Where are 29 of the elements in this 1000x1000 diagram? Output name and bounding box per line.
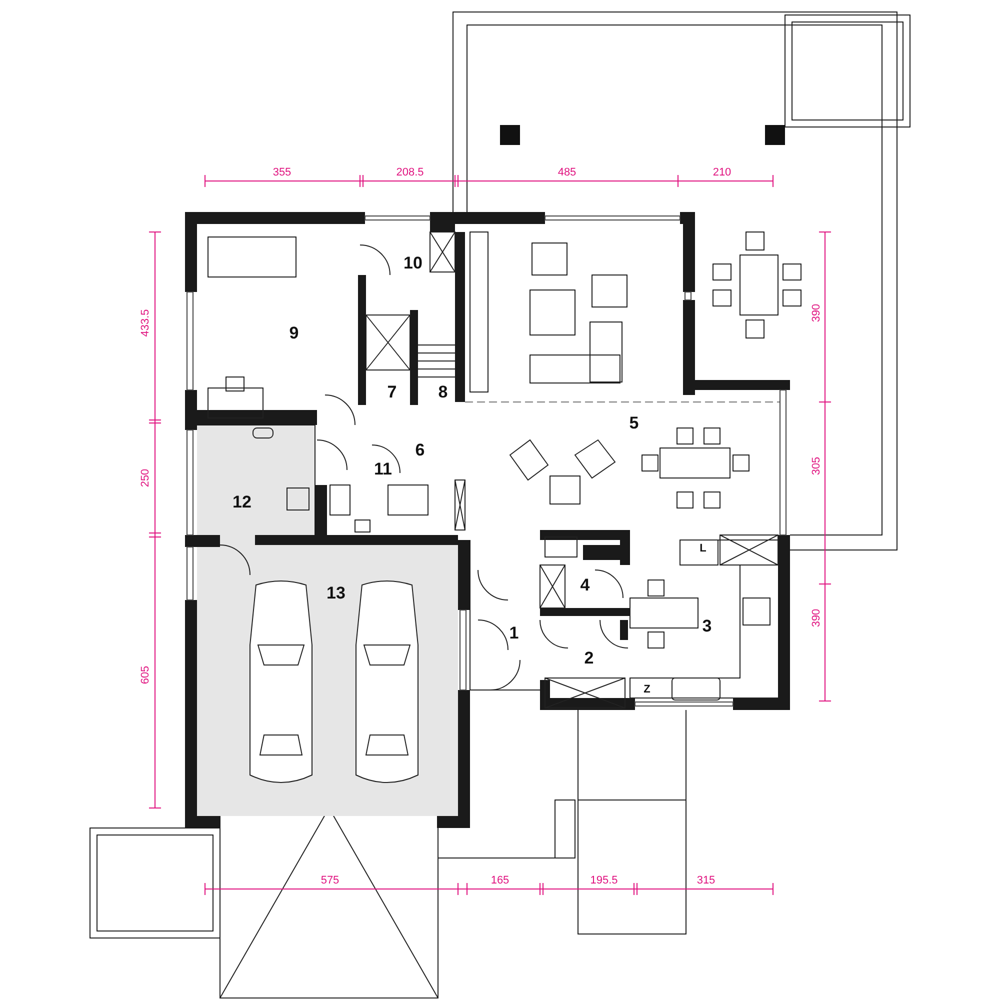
room-number: 7: [387, 384, 397, 400]
room-number: 10: [404, 254, 422, 272]
dimension-label: 355: [272, 168, 292, 178]
dimension-label: 250: [140, 468, 152, 488]
dimension-label: 605: [140, 666, 152, 684]
room-number: 11: [374, 460, 392, 478]
room-number: 5: [629, 414, 639, 432]
dimension-label: 195.5: [590, 876, 618, 886]
dimension-label: 390: [812, 608, 822, 628]
room-number: 12: [232, 494, 252, 510]
dimension-label: 165: [490, 876, 510, 886]
dimension-label: 208.5: [396, 168, 424, 178]
room-number: 13: [326, 584, 346, 602]
room-number: 4: [580, 576, 590, 594]
dimension-label: 485: [558, 168, 576, 178]
appliance-label: Z: [644, 684, 650, 696]
dimension-label: 210: [712, 168, 732, 178]
dimension-label: 315: [696, 876, 716, 886]
room-number: 3: [702, 618, 712, 634]
room-number: 6: [415, 442, 425, 458]
room-number: 2: [584, 650, 594, 666]
dimension-label: 305: [812, 456, 822, 476]
room-number: 8: [438, 384, 448, 400]
room-number: 9: [289, 324, 299, 342]
dimension-label: 575: [320, 876, 340, 886]
appliance-label: L: [700, 544, 706, 554]
room-number: 1: [509, 624, 519, 642]
dimension-label: 433.5: [140, 309, 152, 337]
dimension-label: 390: [812, 304, 822, 322]
